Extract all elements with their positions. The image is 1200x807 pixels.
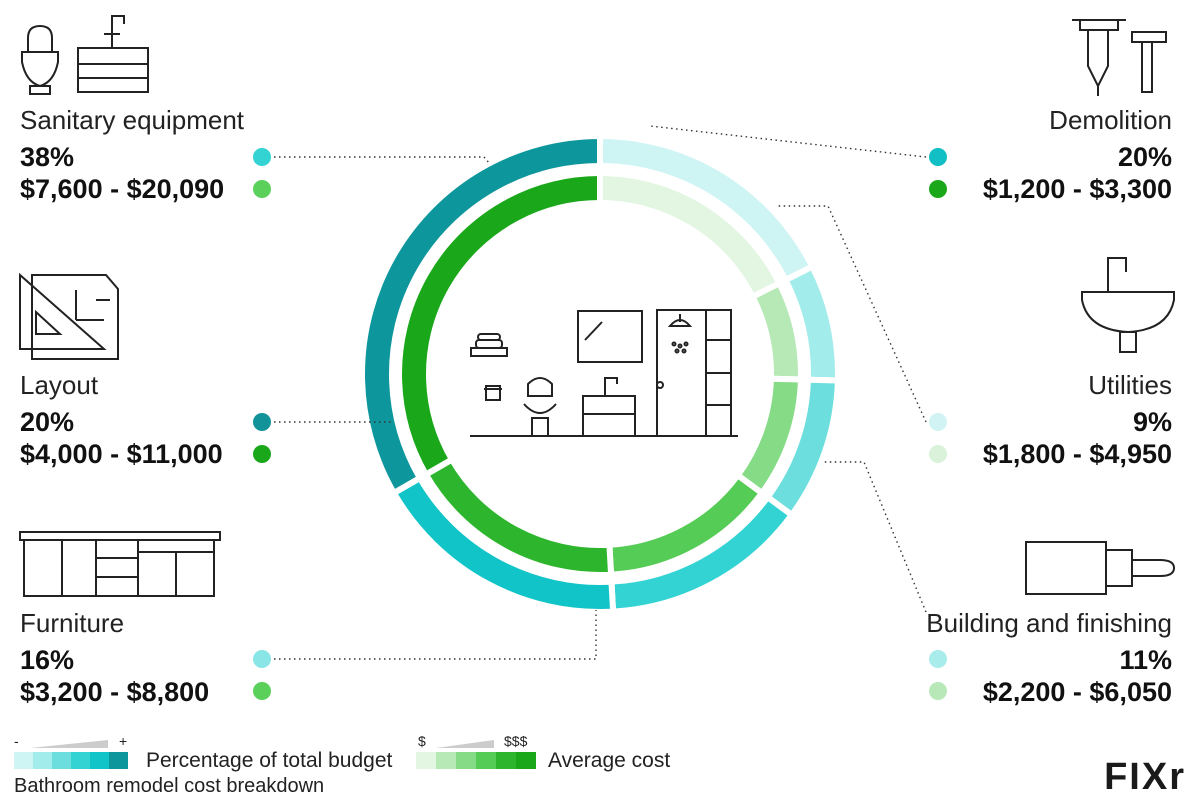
cost-scale-max: $$$	[504, 733, 528, 749]
sanitary-equipment-cost: $7,600 - $20,090	[20, 174, 225, 204]
budget-scale-max: +	[119, 733, 128, 749]
sanitary-equipment-percent: 38%	[20, 142, 75, 172]
furniture-icon	[19, 531, 221, 597]
layout-percent-dot	[253, 413, 271, 431]
budget-legend-label: Percentage of total budget	[146, 749, 393, 772]
utilities-cost-dot	[929, 445, 947, 463]
demolition-percent: 20%	[1117, 142, 1172, 172]
budget-scale	[14, 740, 128, 769]
demolition-label: Demolition	[1049, 105, 1172, 135]
utilities-percent-dot	[929, 413, 947, 431]
layout-label: Layout	[20, 370, 99, 400]
cost-legend-label: Average cost	[548, 749, 671, 772]
furniture-cost: $3,200 - $8,800	[20, 677, 210, 707]
cost-slice-sanitary-equipment	[396, 169, 603, 479]
demolition-cost: $1,200 - $3,300	[982, 174, 1172, 204]
demolition-icon	[1072, 19, 1167, 96]
cost-scale	[416, 740, 536, 769]
sanitary-equipment-icon	[21, 15, 149, 95]
sanitary-equipment-percent-dot	[253, 148, 271, 166]
legend-dots	[253, 148, 947, 700]
demolition-percent-dot	[929, 148, 947, 166]
building-and-finishing-cost-dot	[929, 682, 947, 700]
chart-title: Bathroom remodel cost breakdown	[14, 775, 325, 797]
furniture-label: Furniture	[20, 608, 125, 638]
leader-line-demolition	[649, 125, 927, 158]
layout-icon	[19, 272, 119, 360]
building-and-finishing-percent-dot	[929, 650, 947, 668]
utilities-icon	[1081, 257, 1175, 353]
fixr-logo: FIXr	[1104, 756, 1186, 798]
layout-cost-dot	[253, 445, 271, 463]
leader-line-utilities	[778, 205, 927, 423]
layout-cost: $4,000 - $11,000	[20, 439, 223, 469]
furniture-cost-dot	[253, 682, 271, 700]
building-finishing-label: Building and finishing	[926, 608, 1172, 638]
furniture-percent-dot	[253, 650, 271, 668]
utilities-percent: 9%	[1132, 407, 1172, 437]
sanitary-equipment-label: Sanitary equipment	[20, 105, 245, 135]
leader-line-furniture	[274, 610, 597, 660]
leader-line-building-and-finishing	[822, 461, 927, 613]
building-finishing-percent: 11%	[1119, 645, 1172, 675]
leader-line-sanitary-equipment	[274, 156, 491, 165]
building-finishing-icon	[1025, 541, 1176, 595]
layout-percent: 20%	[20, 407, 75, 437]
building-finishing-cost: $2,200 - $6,050	[982, 677, 1172, 707]
budget-slice-sanitary-equipment	[359, 132, 603, 498]
demolition-cost-dot	[929, 180, 947, 198]
utilities-cost: $1,800 - $4,950	[982, 439, 1172, 469]
budget-scale-min: -	[14, 733, 19, 749]
sanitary-equipment-cost-dot	[253, 180, 271, 198]
leader-lines	[274, 125, 927, 660]
utilities-label: Utilities	[1088, 370, 1172, 400]
donut-rings	[359, 132, 841, 615]
furniture-percent: 16%	[20, 645, 75, 675]
bathroom-illustration-icon	[470, 309, 738, 437]
cost-scale-min: $	[418, 733, 426, 749]
